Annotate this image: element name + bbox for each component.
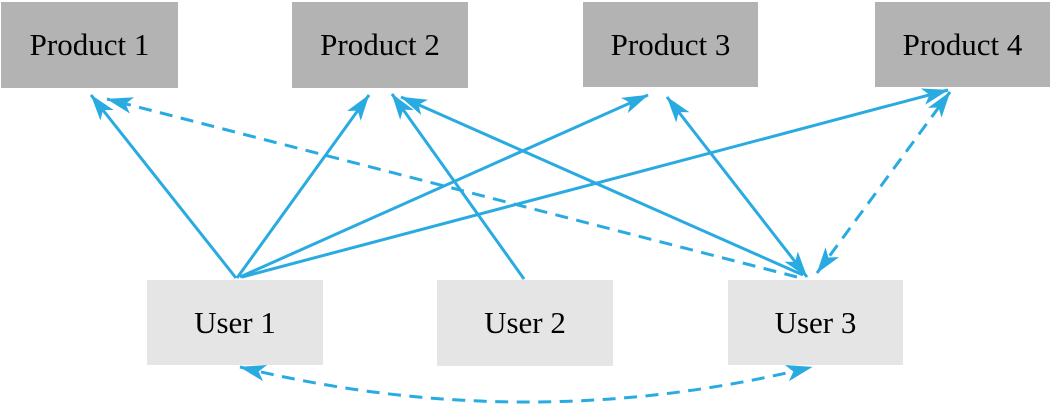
node-product-3: Product 3 (583, 2, 758, 87)
node-user-3: User 3 (728, 280, 903, 365)
node-product-4: Product 4 (875, 2, 1050, 87)
node-product-4-label: Product 4 (902, 26, 1023, 62)
edge-user-3-to-product-1 (106, 97, 798, 279)
node-user-1: User 1 (147, 280, 323, 365)
node-product-1: Product 1 (1, 2, 178, 88)
edge-user-1-to-product-2 (235, 94, 371, 279)
node-user-2-label: User 2 (484, 305, 566, 340)
node-product-2: Product 2 (292, 2, 468, 88)
node-user-2: User 2 (437, 280, 613, 366)
edge-user-3-to-product-2 (400, 95, 804, 277)
node-user-3-label: User 3 (774, 304, 857, 340)
edge-user-1-to-user-3 (239, 364, 813, 404)
edge-user-3-to-product-3 (665, 96, 809, 278)
node-product-3-label: Product 3 (610, 26, 731, 62)
node-product-1-label: Product 1 (29, 27, 150, 62)
edge-user-2-to-product-2 (390, 93, 526, 280)
edge-user-1-to-product-3 (239, 93, 649, 279)
edge-user-1-to-product-1 (89, 94, 238, 279)
node-product-2-label: Product 2 (320, 27, 440, 62)
node-user-1-label: User 1 (194, 304, 276, 340)
edge-user-3-to-product-4 (815, 91, 952, 274)
